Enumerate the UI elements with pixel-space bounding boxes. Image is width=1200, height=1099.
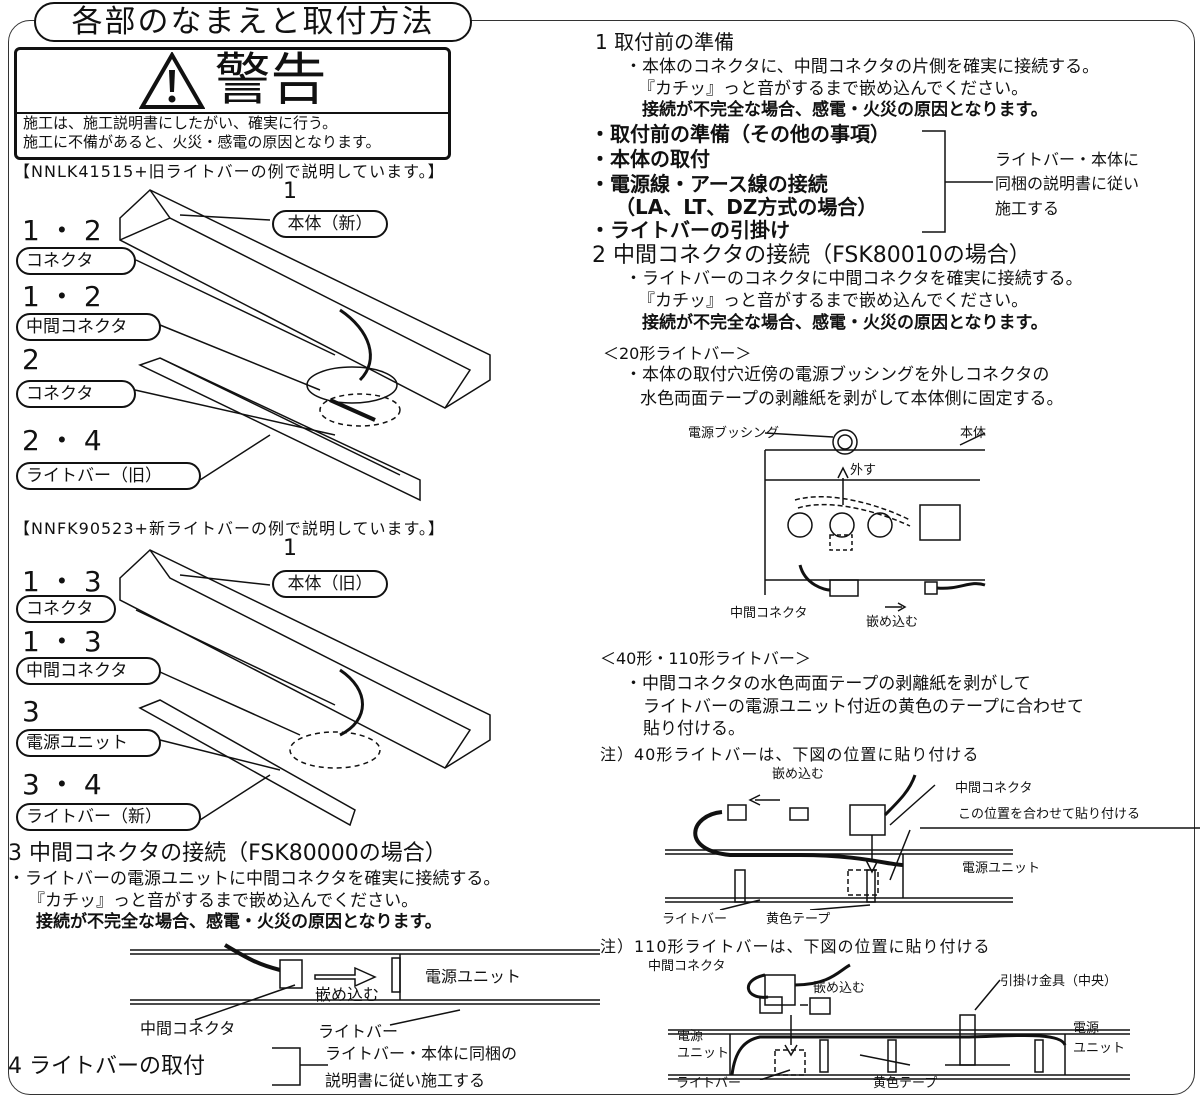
mid-connector-label: 中間コネクタ	[648, 959, 726, 974]
warning-heading: 警告	[214, 48, 327, 113]
section2-line: 『カチッ』っと音がするまで嵌め込んでください。	[638, 291, 1029, 311]
bushing-label: 電源ブッシング	[688, 426, 780, 441]
example1-step: 1	[283, 179, 297, 204]
type110-diagram	[668, 963, 1130, 1080]
note110-heading: 注）110形ライトバーは、下図の位置に貼り付ける	[600, 937, 991, 956]
prep-item: ・電源線・アース線の接続	[590, 172, 828, 196]
prep-item: （LA、LT、DZ方式の場合）	[615, 195, 878, 219]
section3-line: 『カチッ』っと音がするまで嵌め込んでください。	[28, 891, 419, 911]
part-steps: 2・4	[22, 424, 110, 457]
type40-110-line: ライトバーの電源ユニット付近の黄色のテープに合わせて	[643, 697, 1084, 717]
section4-note: ライトバー・本体に同梱の	[325, 1044, 518, 1063]
light-bar-label: ライトバー	[676, 1076, 742, 1091]
insert-label: 嵌め込む	[772, 767, 825, 782]
mid-connector-label: 中間コネクタ	[955, 781, 1033, 796]
fixture-illustration-2	[119, 549, 491, 827]
part-label: コネクタ	[16, 247, 136, 275]
power-unit-left: ユニット	[677, 1046, 730, 1061]
part-steps: 1・2	[22, 214, 110, 247]
prep-bracket	[922, 130, 993, 233]
type40-110-line: 貼り付ける。	[643, 719, 745, 739]
light-bar-label: ライトバー	[318, 1022, 399, 1041]
section2-warning: 接続が不完全な場合、感電・火災の原因となります。	[642, 313, 1048, 333]
align-label: この位置を合わせて貼り付ける	[958, 807, 1141, 822]
prep-note: ライトバー・本体に	[995, 150, 1140, 169]
power-unit-label: 電源ユニット	[425, 967, 522, 986]
mid-connector-label: 中間コネクタ	[730, 606, 808, 621]
prep-note: 同梱の説明書に従い	[995, 174, 1140, 193]
section3-heading: 3 中間コネクタの接続（FSK80000の場合）	[8, 841, 447, 866]
section4-note: 説明書に従い施工する	[325, 1071, 486, 1090]
remove-label: 外す	[850, 463, 877, 478]
prep-item: ・ライトバーの引掛け	[590, 218, 790, 242]
page-frame	[8, 20, 1195, 1095]
prep-note: 施工する	[995, 199, 1060, 218]
part-steps: 2	[22, 343, 48, 376]
hook-label: 引掛け金具（中央）	[1000, 974, 1118, 989]
fixture-illustration-1	[119, 189, 491, 502]
part-steps: 1・3	[22, 625, 110, 658]
part-label: コネクタ	[16, 595, 116, 623]
section4-bracket	[272, 1047, 328, 1086]
section3-line: ・ライトバーの電源ユニットに中間コネクタを確実に接続する。	[8, 869, 501, 889]
type40-110-line: ・中間コネクタの水色両面テープの剥離紙を剥がして	[625, 674, 1031, 694]
power-unit-right: 電源	[1073, 1021, 1100, 1036]
type20-heading: ＜20形ライトバー＞	[603, 344, 752, 363]
insert-label: 嵌め込む	[813, 981, 866, 996]
example2-caption: 【NNFK90523+新ライトバーの例で説明しています。】	[14, 519, 445, 538]
power-unit-label: 電源ユニット	[962, 861, 1041, 876]
example2-step: 1	[283, 536, 297, 561]
section1-line: ・本体のコネクタに、中間コネクタの片側を確実に接続する。	[625, 57, 1100, 77]
power-unit-right: ユニット	[1073, 1041, 1126, 1056]
mid-connector-label: 中間コネクタ	[140, 1019, 236, 1038]
type20-diagram	[764, 429, 986, 612]
part-steps: 1・3	[22, 565, 110, 598]
warning-triangle-icon	[138, 52, 205, 109]
example1-caption: 【NNLK41515+旧ライトバーの例で説明しています。】	[14, 162, 445, 181]
part-label: ライトバー（新）	[16, 803, 201, 831]
insert-label: 嵌め込む	[866, 615, 919, 630]
part-label: コネクタ	[16, 380, 136, 408]
section1-heading: 1 取付前の準備	[595, 30, 735, 54]
warning-line: 施工は、施工説明書にしたがい、確実に行う。	[23, 114, 338, 132]
power-unit-left: 電源	[677, 1029, 704, 1044]
section4-heading: 4 ライトバーの取付	[8, 1054, 205, 1079]
part-steps: 1・2	[22, 280, 110, 313]
section2-line: ・ライトバーのコネクタに中間コネクタを確実に接続する。	[625, 269, 1083, 289]
yellow-tape-label: 黄色テープ	[766, 912, 831, 927]
light-bar-label: ライトバー	[662, 912, 728, 927]
type20-line: ・本体の取付穴近傍の電源ブッシングを外しコネクタの	[625, 365, 1050, 385]
part-label: ライトバー（旧）	[16, 462, 201, 490]
section1-warning: 接続が不完全な場合、感電・火災の原因となります。	[642, 100, 1048, 120]
part-steps: 3・4	[22, 768, 110, 801]
prep-item: ・取付前の準備（その他の事項）	[590, 122, 890, 146]
note40-heading: 注）40形ライトバーは、下図の位置に貼り付ける	[600, 745, 980, 764]
yellow-tape-label: 黄色テープ	[873, 1076, 938, 1091]
part-label: 電源ユニット	[16, 729, 161, 757]
body-label: 本体（新）	[272, 210, 388, 238]
page-title: 各部のなまえと取付方法	[34, 2, 472, 42]
prep-item: ・本体の取付	[590, 147, 710, 171]
body-label: 本体	[960, 426, 987, 441]
section3-diagram	[130, 943, 600, 1026]
insert-label: 嵌め込む	[315, 985, 380, 1004]
type40-110-heading: ＜40形・110形ライトバー＞	[600, 649, 811, 668]
section3-warning: 接続が不完全な場合、感電・火災の原因となります。	[36, 912, 442, 932]
part-label: 中間コネクタ	[16, 313, 161, 341]
type40-diagram	[665, 774, 1200, 910]
warning-box: 警告 施工は、施工説明書にしたがい、確実に行う。 施工に不備があると、火災・感電…	[14, 47, 451, 160]
part-steps: 3	[22, 695, 48, 728]
section1-line: 『カチッ』っと音がするまで嵌め込んでください。	[638, 79, 1029, 99]
body-label: 本体（旧）	[272, 570, 388, 598]
warning-line: 施工に不備があると、火災・感電の原因となります。	[23, 133, 381, 151]
section2-heading: 2 中間コネクタの接続（FSK80010の場合）	[592, 243, 1031, 268]
type20-line: 水色両面テープの剥離紙を剥がして本体側に固定する。	[640, 389, 1064, 409]
part-label: 中間コネクタ	[16, 657, 161, 685]
